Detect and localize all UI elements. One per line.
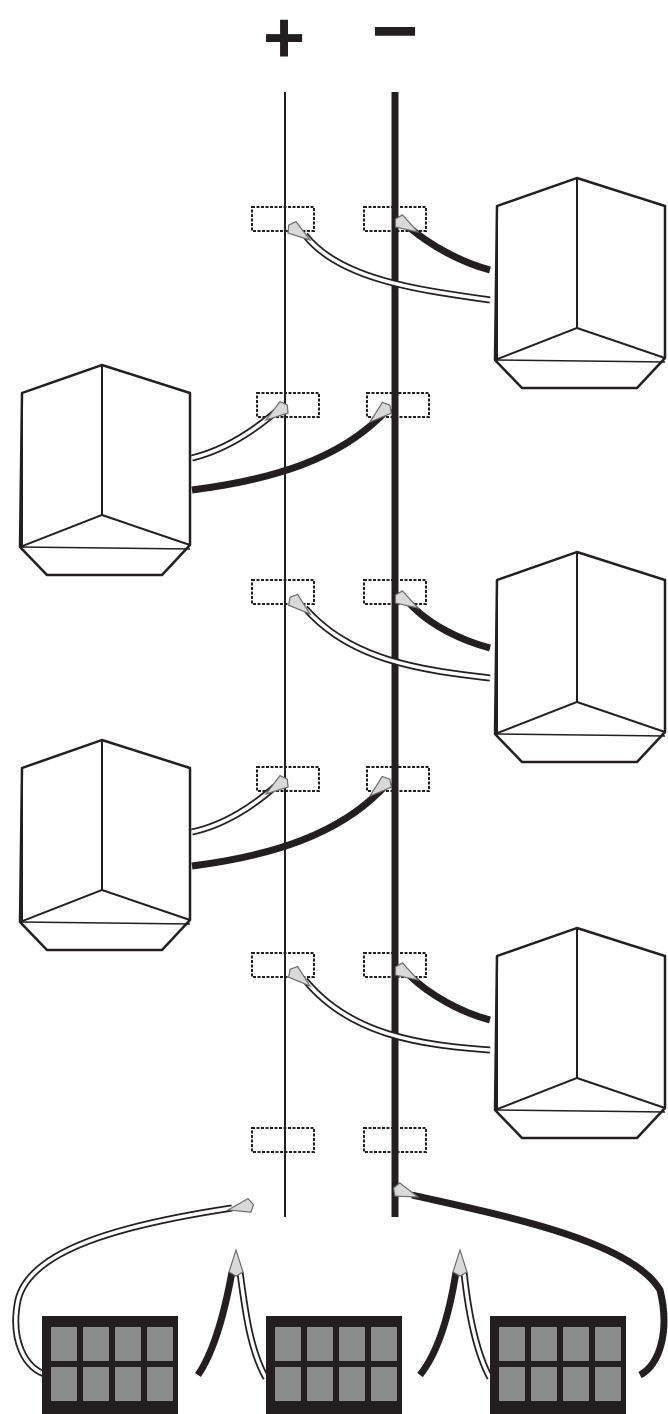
box-2-positive-wire bbox=[191, 407, 281, 462]
panel-link-2-wire bbox=[417, 1271, 460, 1378]
box-5 bbox=[493, 926, 667, 1140]
solar-panel-2 bbox=[266, 1316, 402, 1414]
panel-link-1-wire bbox=[195, 1271, 236, 1377]
solar-cell bbox=[371, 1367, 397, 1401]
tape-strip-positive-1 bbox=[251, 206, 315, 232]
box-3-negative-wire bbox=[407, 601, 491, 652]
negative-symbol: − bbox=[372, 0, 419, 75]
solar-cell bbox=[339, 1367, 365, 1401]
solar-cell bbox=[563, 1327, 589, 1361]
solar-cell bbox=[531, 1327, 557, 1361]
tape-strip-positive-5 bbox=[251, 952, 315, 978]
box-3 bbox=[493, 550, 667, 764]
solar-cell bbox=[595, 1327, 621, 1361]
solar-cell bbox=[275, 1367, 301, 1401]
box-2-negative-wire bbox=[191, 409, 388, 494]
solar-cell bbox=[339, 1327, 365, 1361]
solar-cell bbox=[275, 1327, 301, 1361]
solar-cell bbox=[499, 1367, 525, 1401]
box-4-negative-wire bbox=[191, 783, 388, 870]
solar-cell bbox=[115, 1367, 141, 1401]
solar-cell bbox=[563, 1367, 589, 1401]
solar-panel-3 bbox=[490, 1316, 626, 1414]
box-4 bbox=[18, 738, 192, 952]
solar-cell bbox=[147, 1367, 173, 1401]
panel-link-1-clip bbox=[228, 1249, 244, 1277]
supply-negative-wire bbox=[411, 1191, 668, 1379]
solar-cell bbox=[595, 1367, 621, 1401]
solar-cell bbox=[115, 1327, 141, 1361]
positive-symbol: + bbox=[263, 0, 305, 78]
tape-strip-positive-3 bbox=[251, 579, 315, 605]
solar-cell bbox=[51, 1327, 77, 1361]
box-5-negative-wire bbox=[407, 973, 491, 1024]
box-1 bbox=[493, 176, 667, 390]
solar-cell bbox=[531, 1367, 557, 1401]
solar-cell bbox=[307, 1327, 333, 1361]
solar-panel-1 bbox=[42, 1316, 178, 1414]
solar-cell bbox=[147, 1327, 173, 1361]
solar-cell bbox=[51, 1367, 77, 1401]
panel-link-2-clip bbox=[452, 1249, 468, 1277]
solar-cell bbox=[371, 1327, 397, 1361]
solar-cell bbox=[307, 1367, 333, 1401]
solar-cell bbox=[83, 1327, 109, 1361]
solar-cell bbox=[499, 1327, 525, 1361]
box-1-negative-wire bbox=[407, 225, 491, 274]
panel-link-2-wire-white bbox=[460, 1271, 494, 1380]
tape-strip-positive-6 bbox=[251, 1127, 315, 1153]
box-2 bbox=[18, 363, 192, 577]
box-4-positive-wire bbox=[191, 781, 281, 836]
solar-cell bbox=[83, 1367, 109, 1401]
